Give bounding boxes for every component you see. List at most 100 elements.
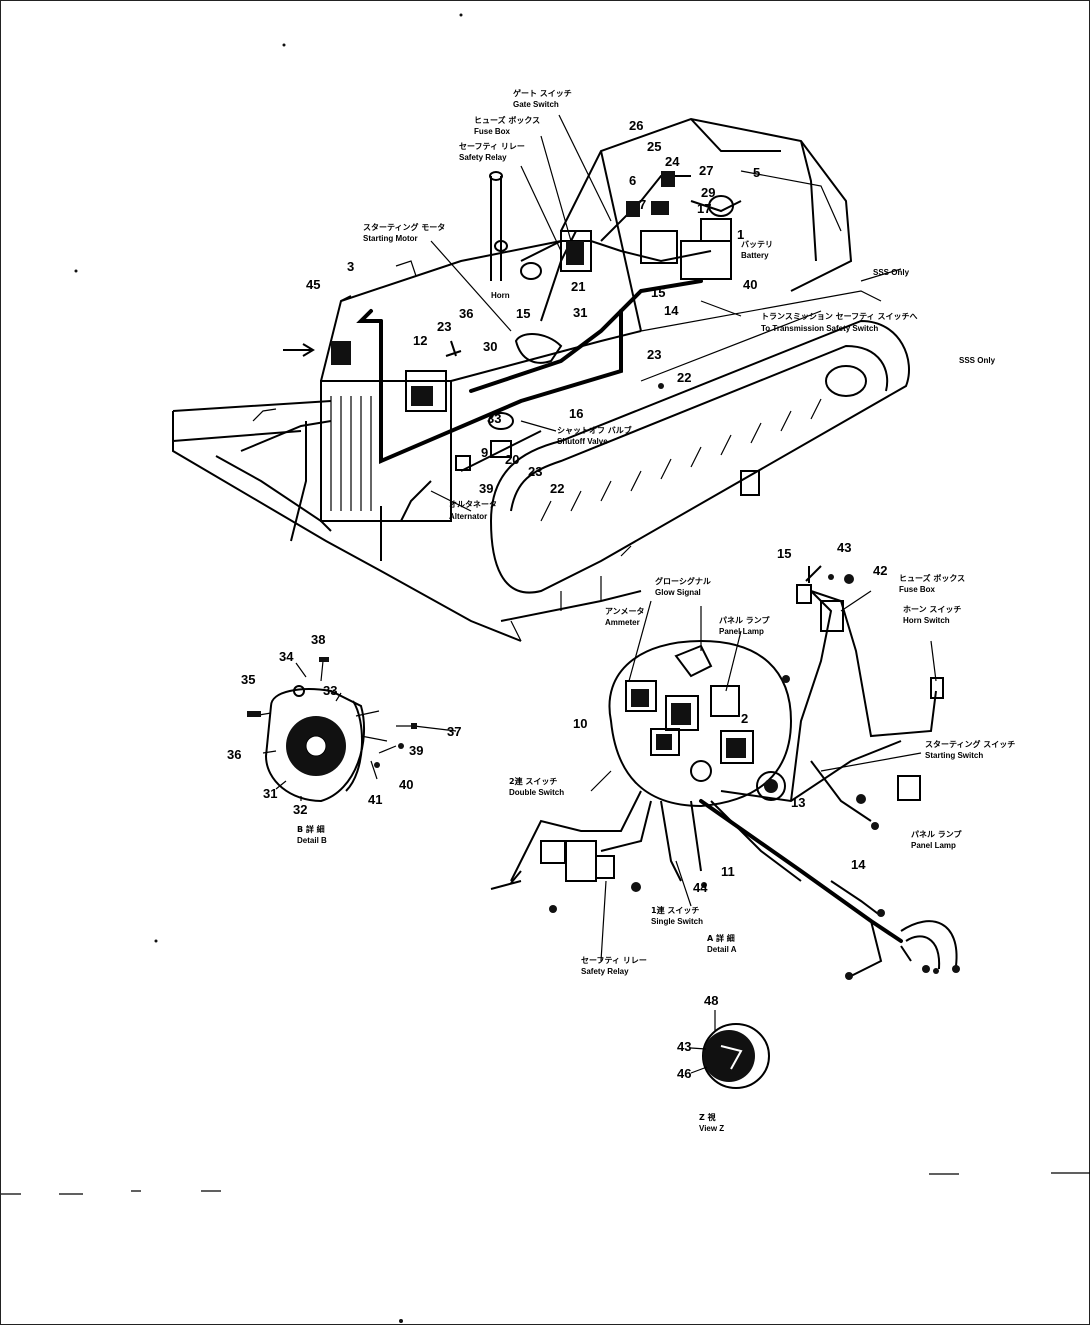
callout-29: 29 xyxy=(701,185,715,200)
label-detail-b-jp: B 詳 細 xyxy=(297,824,325,834)
callout-30: 30 xyxy=(483,339,497,354)
main-harness xyxy=(331,171,742,522)
callout-31b: 31 xyxy=(263,786,277,801)
label-panel-lamp2-en: Panel Lamp xyxy=(911,841,956,850)
callout-34: 34 xyxy=(279,649,294,664)
callout-40b: 40 xyxy=(399,777,413,792)
label-gate-switch-jp: ゲート スイッチ xyxy=(513,88,572,98)
callout-39b: 39 xyxy=(409,743,423,758)
callout-23a: 23 xyxy=(437,319,451,334)
label-glow-signal-en: Glow Signal xyxy=(655,588,701,597)
callout-15b: 15 xyxy=(651,285,665,300)
callout-48: 48 xyxy=(704,993,718,1008)
label-glow-signal-jp: グローシグナル xyxy=(655,576,711,586)
label-safety-relay-en: Safety Relay xyxy=(459,153,507,162)
callout-40: 40 xyxy=(743,277,757,292)
detail-b-alternator xyxy=(247,657,457,803)
callout-46: 46 xyxy=(677,1066,691,1081)
label-fuse-box-jp: ヒューズ ボックス xyxy=(474,115,540,125)
label-single-switch-en: Single Switch xyxy=(651,917,703,926)
edge-marks xyxy=(1,13,1090,1323)
label-sss-only: SSS Only xyxy=(873,268,910,277)
callout-2: 2 xyxy=(741,711,748,726)
label-shutoff-valve-jp: シャットオフ バルブ xyxy=(557,425,632,435)
label-fuse-box2-en: Fuse Box xyxy=(899,585,936,594)
callout-5: 5 xyxy=(753,165,760,180)
label-gate-switch-en: Gate Switch xyxy=(513,100,559,109)
label-fuse-box2-jp: ヒューズ ボックス xyxy=(899,573,965,583)
callout-41: 41 xyxy=(368,792,382,807)
label-shutoff-valve-en: Shutoff Valve xyxy=(557,437,608,446)
label-starting-motor-jp: スターティング モータ xyxy=(363,222,445,232)
label-view-z-en: View Z xyxy=(699,1124,724,1133)
label-detail-a-en: Detail A xyxy=(707,945,737,954)
callout-36b: 36 xyxy=(227,747,241,762)
label-starting-motor-en: Starting Motor xyxy=(363,234,418,243)
callout-9: 9 xyxy=(481,445,488,460)
callout-37: 37 xyxy=(447,724,461,739)
machine-body xyxy=(172,117,910,642)
callout-35: 35 xyxy=(241,672,255,687)
label-fuse-box-en: Fuse Box xyxy=(474,127,511,136)
label-double-switch-en: Double Switch xyxy=(509,788,564,797)
view-z-connector xyxy=(690,1010,770,1089)
callout-1: 1 xyxy=(737,227,744,242)
callout-20: 20 xyxy=(505,452,519,467)
label-safety-relay2-en: Safety Relay xyxy=(581,967,629,976)
callout-numbers: 26 25 24 27 6 7 29 17 1 5 3 45 12 23 36 … xyxy=(227,118,887,1081)
label-safety-relay-jp: セーフティ リレー xyxy=(459,142,525,151)
callout-21: 21 xyxy=(571,279,585,294)
label-battery-jp: バッテリ xyxy=(741,240,773,249)
callout-11: 11 xyxy=(721,864,735,879)
label-starting-switch-jp: スターティング スイッチ xyxy=(925,739,1015,749)
main-leaders xyxy=(283,114,902,512)
callout-16: 16 xyxy=(569,406,583,421)
callout-42: 42 xyxy=(873,563,887,578)
callout-17: 17 xyxy=(697,201,711,216)
callout-8: 44 xyxy=(693,880,708,895)
callout-38: 38 xyxy=(311,632,325,647)
callout-26: 26 xyxy=(629,118,643,133)
label-starting-switch-en: Starting Switch xyxy=(925,751,983,760)
callout-15c: 15 xyxy=(777,546,791,561)
label-panel-lamp2-jp: パネル ランプ xyxy=(911,829,963,839)
callout-31: 31 xyxy=(573,305,587,320)
callout-45: 45 xyxy=(306,277,320,292)
label-detail-b-en: Detail B xyxy=(297,836,327,845)
callout-14b: 14 xyxy=(851,857,866,872)
component-labels: ゲート スイッチ Gate Switch ヒューズ ボックス Fuse Box … xyxy=(297,88,1015,1133)
callout-43: 43 xyxy=(837,540,851,555)
callout-7: 7 xyxy=(639,197,646,212)
detail-a-panel xyxy=(490,565,960,980)
callout-24: 24 xyxy=(665,154,680,169)
label-detail-a-jp: A 詳 細 xyxy=(707,933,735,943)
label-double-switch-jp: 2連 スイッチ xyxy=(509,776,557,786)
label-horn-switch-jp: ホーン スイッチ xyxy=(903,605,961,614)
label-ammeter-jp: アンメータ xyxy=(605,606,644,616)
label-view-z-jp: Z 視 xyxy=(699,1112,716,1122)
callout-36: 36 xyxy=(459,306,473,321)
callout-25: 25 xyxy=(647,139,661,154)
label-trans-switch-en: To Transmission Safety Switch xyxy=(761,324,878,333)
callout-10: 10 xyxy=(573,716,587,731)
callout-33: 33 xyxy=(487,411,501,426)
label-single-switch-jp: 1連 スイッチ xyxy=(651,905,699,915)
callout-15a: 15 xyxy=(516,306,530,321)
callout-22a: 22 xyxy=(677,370,691,385)
label-alternator-jp: オルタネータ xyxy=(449,499,497,509)
callout-13: 13 xyxy=(791,795,805,810)
callout-23c: 23 xyxy=(528,464,542,479)
callout-22b: 22 xyxy=(550,481,564,496)
label-safety-relay2-jp: セーフティ リレー xyxy=(581,956,647,965)
label-ammeter-en: Ammeter xyxy=(605,618,640,627)
callout-12: 12 xyxy=(413,333,427,348)
callout-43c: 43 xyxy=(677,1039,691,1054)
callout-32: 32 xyxy=(293,802,307,817)
callout-39: 39 xyxy=(479,481,493,496)
label-battery-en: Battery xyxy=(741,251,769,260)
callout-33b: 33 xyxy=(323,683,337,698)
label-panel-lamp-en: Panel Lamp xyxy=(719,627,764,636)
callout-3: 3 xyxy=(347,259,354,274)
